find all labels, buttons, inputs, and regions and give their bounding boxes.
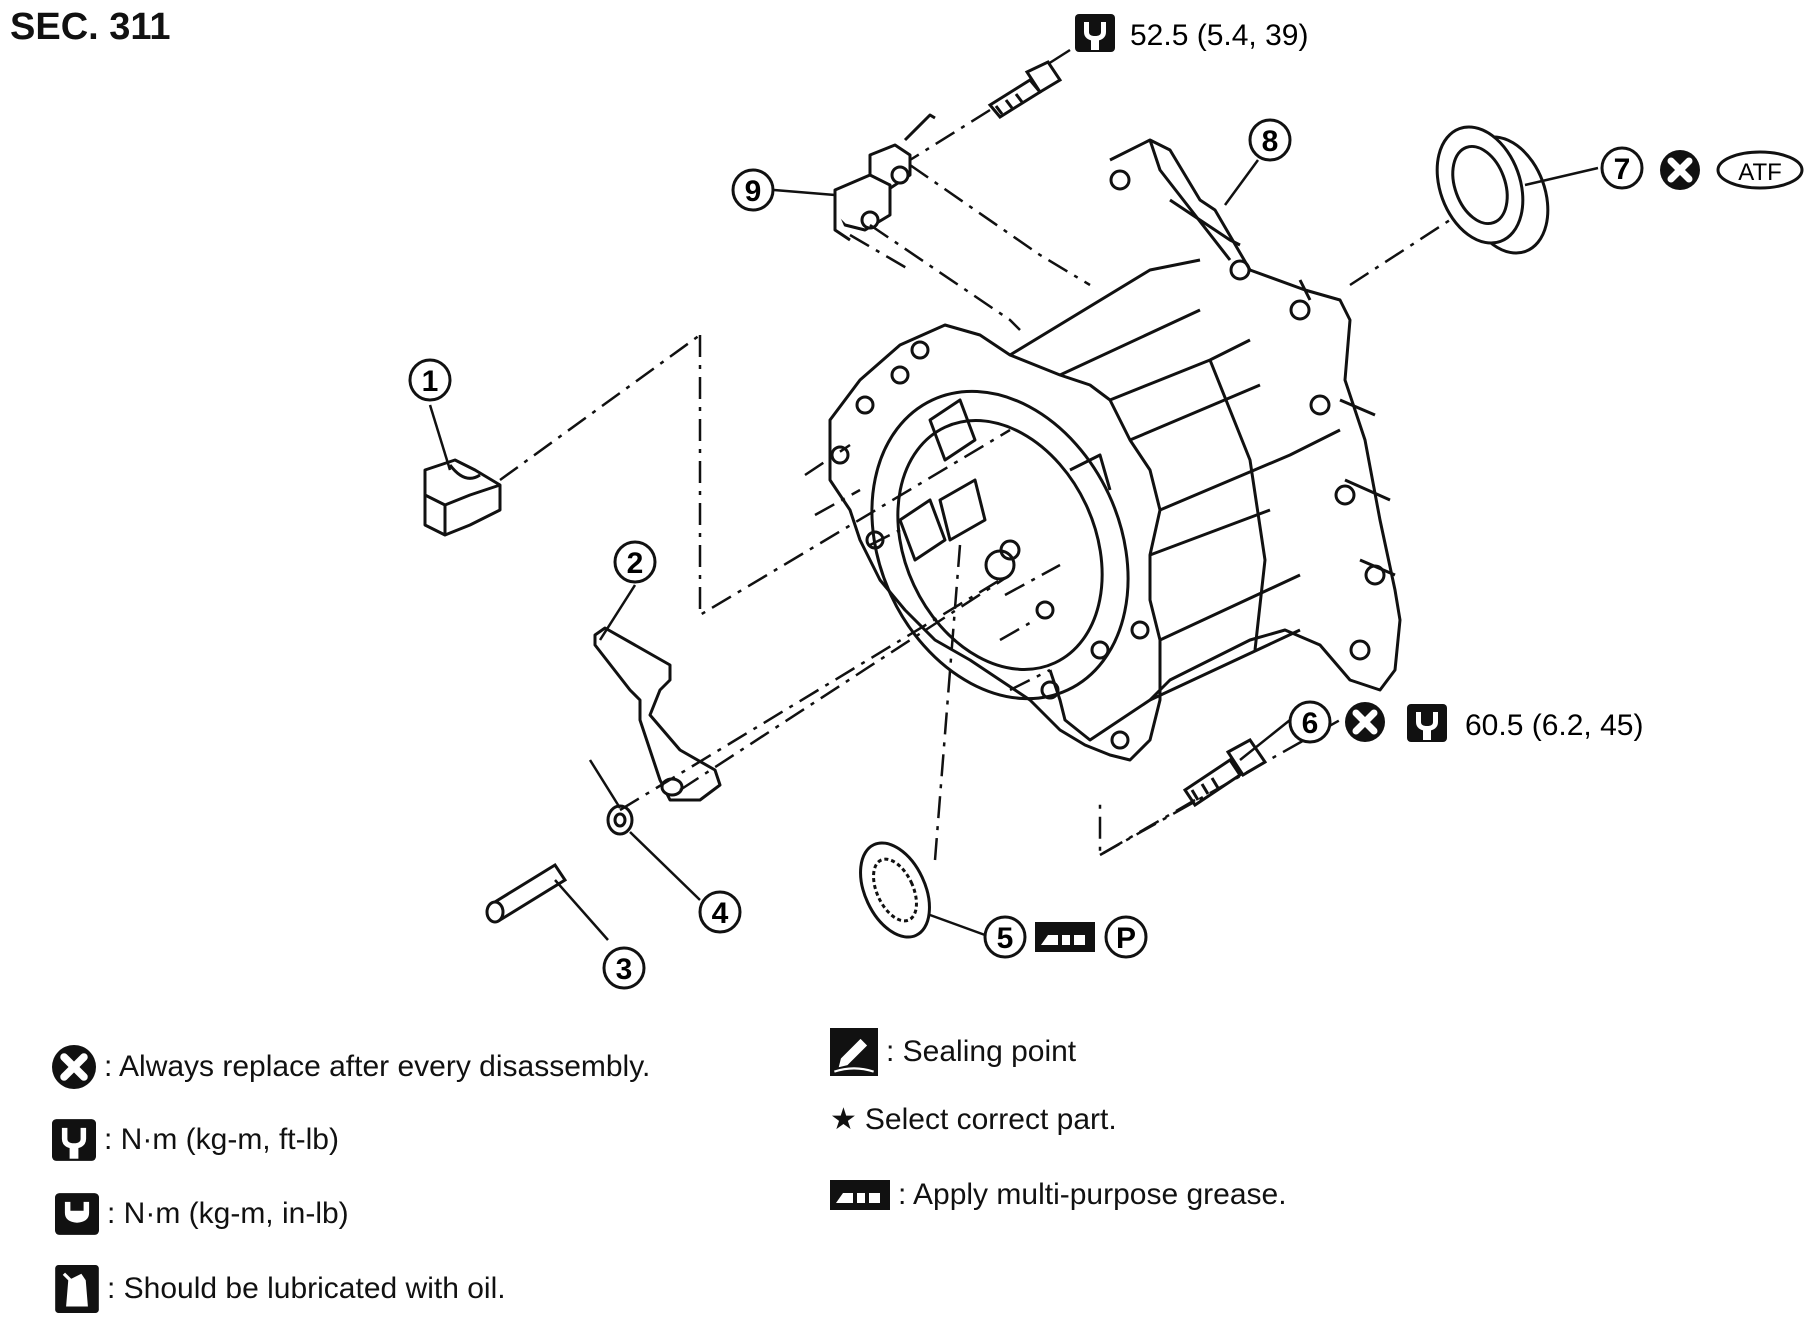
callout-2: 2 [613, 540, 657, 584]
section-title: SEC. 311 [10, 6, 171, 48]
part-1-block [423, 458, 502, 537]
part-5-seal [859, 841, 931, 939]
legend-grease-text: : Apply multi-purpose grease. [898, 1178, 1287, 1211]
callout-5: 5 [983, 915, 1027, 959]
bolt-9 [987, 60, 1063, 119]
legend-grease: : Apply multi-purpose grease. [830, 1178, 1287, 1212]
x-circle-icon [1660, 150, 1700, 190]
wrench-icon [52, 1119, 96, 1161]
legend-torque-ftlb-text: : N·m (kg-m, ft-lb) [104, 1123, 339, 1156]
grease-p-label: P [1116, 922, 1136, 955]
callout-6-label: 6 [1302, 707, 1319, 740]
callout-8: 8 [1248, 118, 1292, 162]
callout-5-label: 5 [997, 922, 1014, 955]
x-circle-icon [52, 1045, 96, 1089]
callout-4: 4 [698, 890, 742, 934]
callout-2-label: 2 [627, 547, 644, 580]
legend-lubricate: : Should be lubricated with oil. [55, 1265, 506, 1313]
star-icon: ★ [830, 1102, 857, 1137]
sealant-icon [830, 1028, 878, 1076]
callout-1: 1 [408, 358, 452, 402]
callout-3-label: 3 [616, 953, 633, 986]
legend-lubricate-text: : Should be lubricated with oil. [107, 1272, 506, 1305]
legend-torque-ftlb: : N·m (kg-m, ft-lb) [52, 1118, 339, 1162]
grease-p-badge: P [1104, 915, 1148, 959]
callout-7: 7 [1600, 146, 1644, 190]
leader-lines [428, 48, 1599, 941]
part-4-washer [606, 804, 634, 836]
legend-sealing: : Sealing point [830, 1028, 1076, 1076]
transaxle-case [828, 138, 1402, 762]
wrench-icon [1075, 14, 1115, 52]
callout-3: 3 [602, 946, 646, 990]
assembly-lines [499, 108, 1451, 861]
atf-badge: ATF [1716, 150, 1804, 190]
torque-bolt-9: 52.5 (5.4, 39) [1130, 19, 1308, 52]
grease-gun-icon [830, 1180, 890, 1210]
atf-badge-label: ATF [1738, 159, 1782, 186]
legend-torque-inlb-text: : N·m (kg-m, in-lb) [107, 1197, 349, 1230]
legend-torque-inlb: : N·m (kg-m, in-lb) [55, 1192, 349, 1236]
grease-gun-icon [1035, 922, 1095, 952]
callout-7-label: 7 [1614, 153, 1631, 186]
callout-6: 6 [1288, 700, 1332, 744]
callout-8-label: 8 [1262, 125, 1279, 158]
wrench-filled-icon [55, 1193, 99, 1235]
callout-9: 9 [731, 168, 775, 212]
callout-4-label: 4 [712, 897, 729, 930]
oil-can-icon [55, 1265, 99, 1313]
legend-replace-text: : Always replace after every disassembly… [104, 1050, 651, 1083]
part-2-lever [593, 626, 722, 802]
part-9-bracket [833, 113, 936, 242]
callout-9-label: 9 [745, 175, 762, 208]
wrench-icon [1407, 704, 1447, 742]
x-circle-icon [1345, 702, 1385, 742]
callout-1-label: 1 [422, 365, 439, 398]
legend-replace: : Always replace after every disassembly… [52, 1045, 650, 1089]
part-7-oil-seal [1435, 125, 1550, 255]
part-3-pin [485, 862, 568, 924]
torque-bolt-6: 60.5 (6.2, 45) [1465, 709, 1643, 742]
legend-select-text: Select correct part. [864, 1102, 1117, 1136]
legend-sealing-text: : Sealing point [886, 1035, 1077, 1068]
legend-select: ★ Select correct part. [830, 1102, 1117, 1137]
